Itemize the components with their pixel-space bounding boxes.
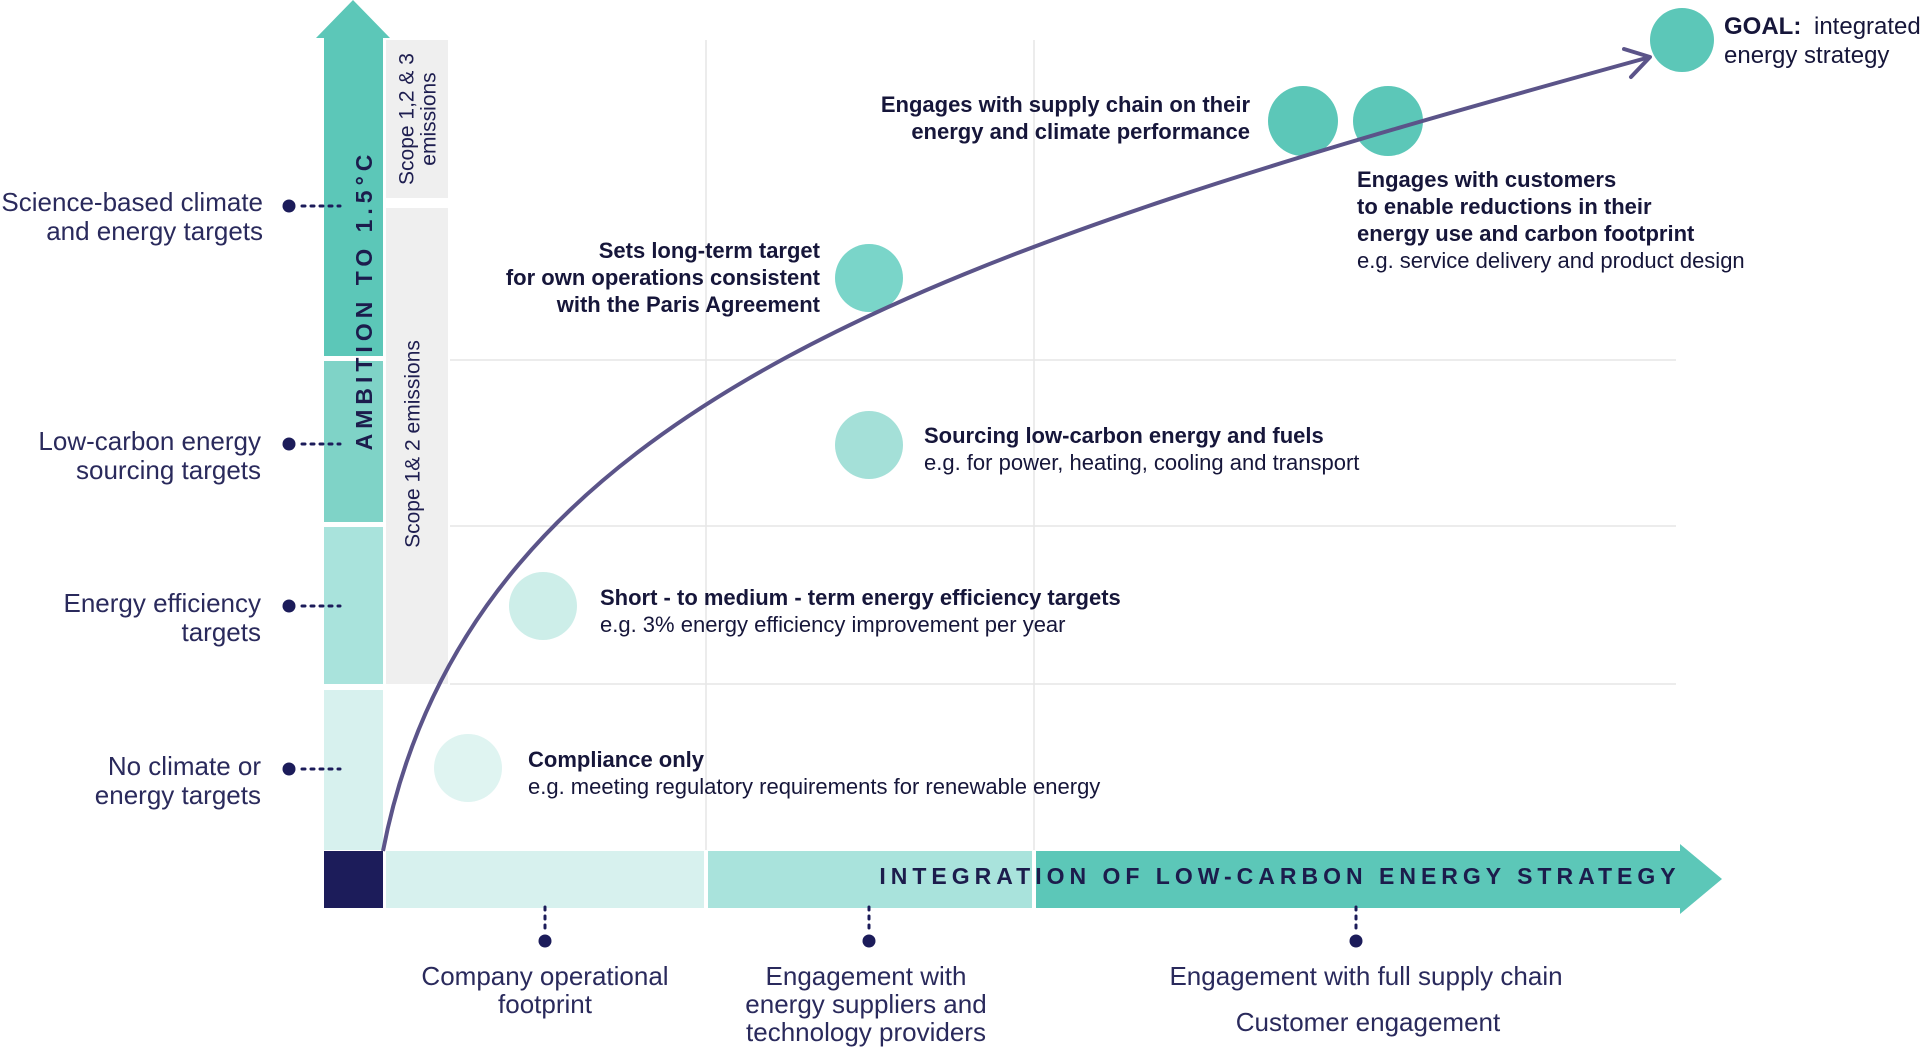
- level-label-lowcarbon-1: Low-carbon energy: [38, 426, 261, 456]
- goal-line-1: GOAL: integrated: [1724, 13, 1920, 40]
- stage-customer: Customer engagement: [1236, 1007, 1501, 1037]
- stage-suppliers-1: Engagement with: [766, 961, 967, 991]
- leader-lowcarbon: [282, 437, 342, 451]
- longterm-line-3: with the Paris Agreement: [556, 292, 821, 317]
- integration-arrow-segment: [1036, 844, 1722, 914]
- customers-line-2: to enable reductions in their: [1357, 194, 1652, 219]
- milestone-labels: Compliance only e.g. meeting regulatory …: [506, 13, 1920, 799]
- origin-square: [324, 851, 383, 908]
- ambition-segment-mid: [324, 361, 383, 522]
- ambition-segment-light: [324, 527, 383, 684]
- longterm-line-2: for own operations consistent: [506, 265, 821, 290]
- level-label-lowcarbon-2: sourcing targets: [76, 455, 261, 485]
- level-label-science-1: Science-based climate: [1, 187, 263, 217]
- scope-bars: Scope 1,2 & 3 emissions Scope 1& 2 emiss…: [386, 40, 448, 684]
- scope-upper-band: [386, 40, 448, 198]
- scope-lower-band: [386, 208, 448, 684]
- stage-operational-1: Company operational: [421, 961, 668, 991]
- compliance-sub: e.g. meeting regulatory requirements for…: [528, 774, 1100, 799]
- x-stage-markers: [538, 905, 1363, 948]
- level-label-none-1: No climate or: [108, 751, 261, 781]
- supply-line-1: Engages with supply chain on their: [881, 92, 1251, 117]
- integration-segment-pale: [386, 851, 704, 908]
- level-label-none-2: energy targets: [95, 780, 261, 810]
- circle-customers: [1353, 86, 1423, 156]
- goal-text-1: integrated: [1814, 13, 1920, 40]
- customers-line-3: energy use and carbon footprint: [1357, 221, 1695, 246]
- supply-line-2: energy and climate performance: [911, 119, 1250, 144]
- x-stage-labels: Company operational footprint Engagement…: [421, 961, 1562, 1047]
- longterm-line-1: Sets long-term target: [599, 238, 821, 263]
- progression-curve: [381, 47, 1652, 852]
- compliance-title: Compliance only: [528, 747, 705, 772]
- ambition-axis-title: AMBITION TO 1.5°C: [351, 150, 377, 451]
- level-label-science-2: and energy targets: [46, 216, 263, 246]
- ambition-segment-pale: [324, 690, 383, 850]
- level-label-efficiency-2: targets: [182, 617, 262, 647]
- curve-arrowhead: [1622, 47, 1652, 79]
- grid-lines: [450, 40, 1676, 850]
- y-level-labels: Science-based climate and energy targets…: [1, 187, 342, 810]
- stage-suppliers-3: technology providers: [746, 1017, 986, 1047]
- circle-sourcing: [835, 411, 903, 479]
- integration-segment-light: [708, 851, 1032, 908]
- sourcing-title: Sourcing low-carbon energy and fuels: [924, 423, 1324, 448]
- efficiency-sub: e.g. 3% energy efficiency improvement pe…: [600, 612, 1066, 637]
- ambition-arrow-segment: [316, 0, 390, 356]
- efficiency-title: Short - to medium - term energy efficien…: [600, 585, 1121, 610]
- curve-path: [381, 55, 1651, 852]
- customers-sub: e.g. service delivery and product design: [1357, 248, 1745, 273]
- integration-axis-title: INTEGRATION OF LOW-CARBON ENERGY STRATEG…: [879, 863, 1680, 889]
- circle-supply: [1268, 86, 1338, 156]
- stage-suppliers-2: energy suppliers and: [745, 989, 986, 1019]
- stage-supply-chain: Engagement with full supply chain: [1169, 961, 1562, 991]
- circle-longterm: [835, 244, 903, 312]
- stage-operational-2: footprint: [498, 989, 593, 1019]
- goal-text-2: energy strategy: [1724, 42, 1889, 69]
- leader-none: [282, 762, 342, 776]
- level-label-efficiency-1: Energy efficiency: [63, 588, 261, 618]
- customers-line-1: Engages with customers: [1357, 167, 1616, 192]
- milestone-circles: [434, 8, 1714, 802]
- circle-goal: [1650, 8, 1714, 72]
- circle-efficiency: [509, 572, 577, 640]
- leader-science: [282, 199, 342, 213]
- integration-bar: INTEGRATION OF LOW-CARBON ENERGY STRATEG…: [386, 844, 1722, 914]
- ambition-bar: AMBITION TO 1.5°C: [316, 0, 390, 850]
- sourcing-sub: e.g. for power, heating, cooling and tra…: [924, 450, 1359, 475]
- goal-label: GOAL:: [1724, 13, 1801, 40]
- scope-upper-label-2: emissions: [418, 72, 441, 165]
- circle-compliance: [434, 734, 502, 802]
- leader-efficiency: [282, 599, 342, 613]
- scope-lower-label: Scope 1& 2 emissions: [402, 340, 425, 548]
- scope-upper-label-1: Scope 1,2 & 3: [396, 53, 419, 185]
